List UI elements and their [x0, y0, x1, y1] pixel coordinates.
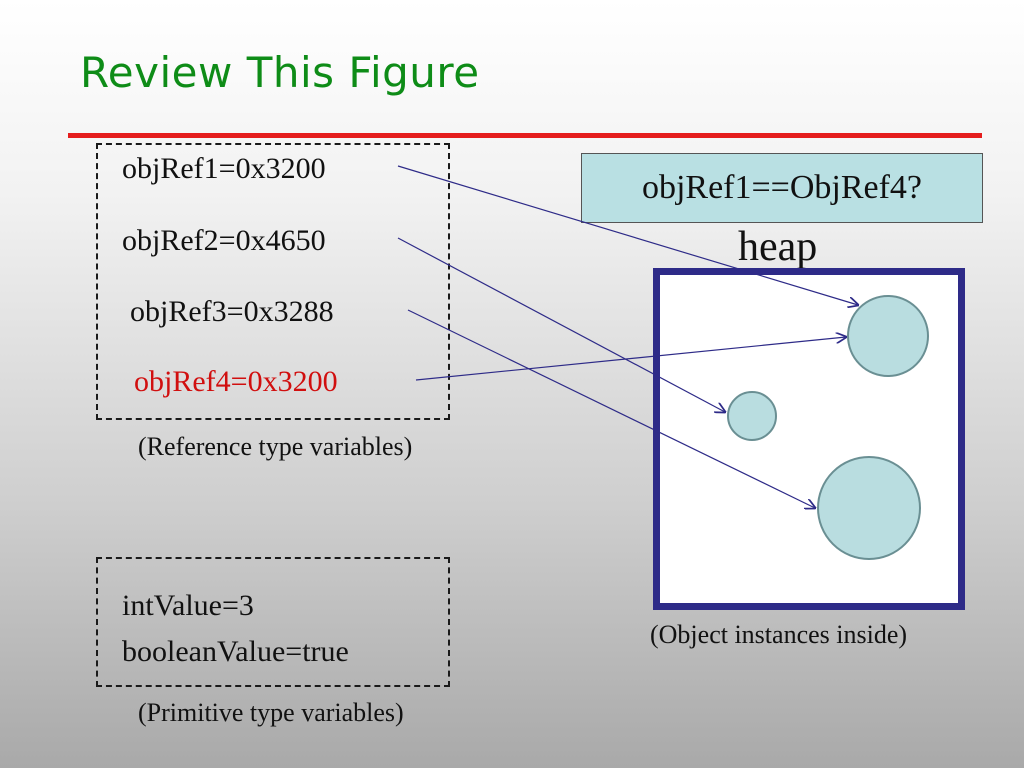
heap-caption: (Object instances inside) — [650, 620, 908, 649]
primitive-var-boolean: booleanValue=true — [122, 635, 349, 668]
heap-object-0x4650 — [727, 391, 777, 441]
heap-object-0x3200 — [847, 295, 929, 377]
arrow-objref1-to-object — [397, 165, 858, 305]
primitive-var-int: intValue=3 — [122, 589, 254, 622]
slide-title: Review This Figure — [80, 48, 480, 97]
arrow-objref4-to-object — [415, 337, 846, 381]
ref-var-objref1: objRef1=0x3200 — [122, 152, 326, 185]
title-divider — [68, 133, 982, 138]
ref-var-objref3: objRef3=0x3288 — [130, 295, 334, 328]
ref-var-objref2: objRef2=0x4650 — [122, 224, 326, 257]
primitive-variables-box — [96, 557, 450, 687]
reference-caption: (Reference type variables) — [138, 432, 413, 461]
comparison-question: objRef1==ObjRef4? — [581, 153, 983, 223]
ref-var-objref4: objRef4=0x3200 — [134, 365, 338, 398]
arrow-objref2-to-object — [397, 237, 725, 412]
reference-variables-box — [96, 143, 450, 420]
primitive-caption: (Primitive type variables) — [138, 698, 404, 727]
heap-label: heap — [738, 224, 818, 270]
heap-object-0x3288 — [817, 456, 921, 560]
arrow-objref3-to-object — [407, 309, 815, 508]
